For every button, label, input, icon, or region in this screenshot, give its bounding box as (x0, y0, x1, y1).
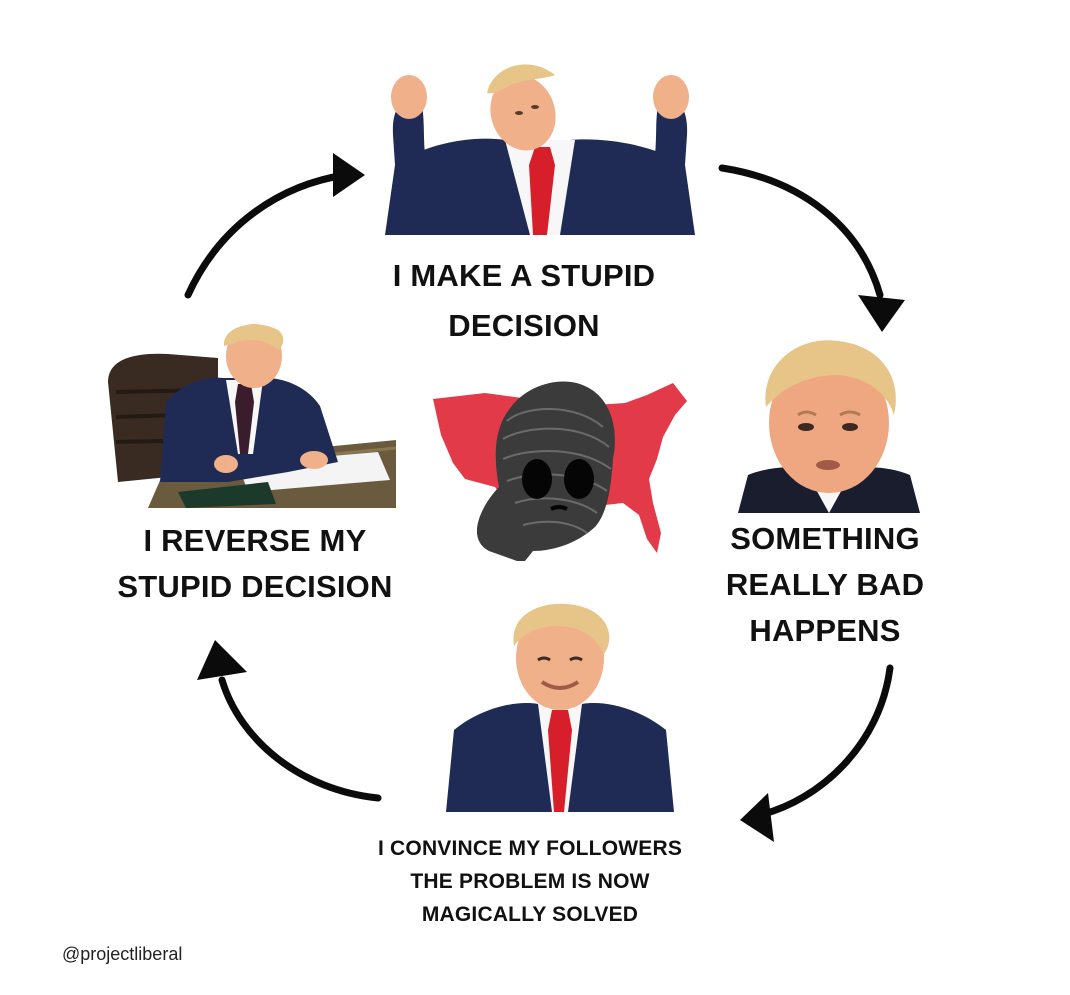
step-caption-bad: SOMETHING REALLY BAD HAPPENS (725, 521, 925, 648)
author-handle: @projectliberal (62, 944, 183, 964)
step-caption-convince: I CONVINCE MY FOLLOWERS THE PROBLEM IS N… (377, 837, 683, 926)
man-worried-face-icon (738, 340, 920, 513)
arrow-top-right-head (858, 295, 905, 332)
arrow-bottom-left-head (197, 640, 247, 680)
arrow-bottom-left (218, 676, 382, 802)
arrow-top-left-head (333, 153, 365, 197)
arrow-bottom-right (756, 664, 894, 819)
step-caption-reverse: I REVERSE MY STUPID DECISION (117, 523, 393, 604)
man-signing-desk-icon (108, 324, 397, 508)
arrow-top-right (718, 164, 884, 299)
man-smiling-icon (446, 603, 674, 812)
step-caption-make: I MAKE A STUPID DECISION (392, 258, 656, 343)
man-fists-raised-icon (385, 64, 695, 235)
arrow-bottom-right-head (740, 793, 774, 842)
wojak-over-us-map-icon (433, 381, 687, 561)
arrow-top-left (184, 171, 349, 299)
